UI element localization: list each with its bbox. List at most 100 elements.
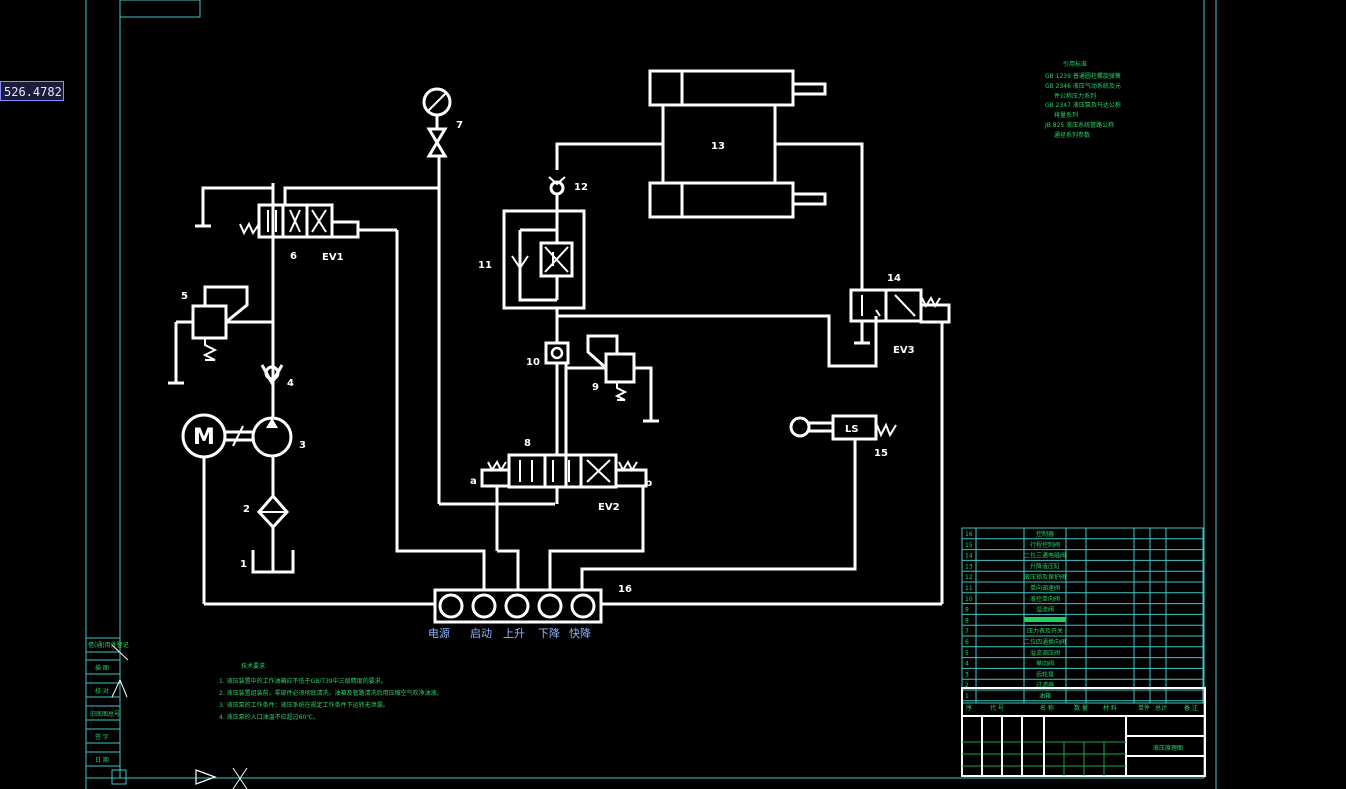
num-14: 14 bbox=[887, 273, 901, 284]
ref-line-2: 件公称压力系列 bbox=[1054, 92, 1096, 100]
ev1-label: EV1 bbox=[322, 252, 344, 263]
bom-row-name: 二位四通换向阀 bbox=[1024, 638, 1066, 646]
num-8: 8 bbox=[524, 438, 531, 449]
bom-row-number: 13 bbox=[965, 563, 973, 570]
bom-row-name: 单向调速阀 bbox=[1030, 584, 1060, 592]
bom-row-number: 11 bbox=[965, 585, 973, 592]
title-block: 液压原理图 bbox=[961, 687, 1206, 777]
bom-row-name: 液控单向阀 bbox=[1030, 595, 1060, 603]
bom-row-number: 9 bbox=[965, 607, 969, 614]
left-label-4: 签 字 bbox=[95, 733, 109, 741]
bom-row-name: 溢流阀 bbox=[1036, 606, 1054, 614]
bom-row-number: 12 bbox=[965, 574, 973, 581]
terminal-label-0: 电源 bbox=[428, 626, 450, 640]
reference-standards: 引用标准 GB 1239 普通圆柱螺旋弹簧 GB 2346 液压气动系统及元 件… bbox=[1044, 60, 1121, 139]
tank-1: 1 bbox=[240, 527, 295, 574]
bom-header-cell: 总计 bbox=[1155, 704, 1167, 712]
hydraulic-lock-10: 10 bbox=[526, 308, 570, 455]
port-b: b bbox=[645, 478, 652, 489]
arrow-marker-icon bbox=[195, 769, 217, 785]
bom-row-number: 10 bbox=[965, 596, 973, 603]
bom-row-number: 7 bbox=[965, 628, 969, 635]
bom-row-number: 2 bbox=[965, 682, 969, 689]
bom-header-cell: 备 注 bbox=[1184, 704, 1198, 712]
terminal-label-4: 快降 bbox=[569, 626, 591, 640]
ref-line-0: GB 1239 普通圆柱螺旋弹簧 bbox=[1045, 72, 1121, 80]
bom-row-number: 16 bbox=[965, 531, 973, 538]
bom-row-number: 3 bbox=[965, 671, 969, 678]
ref-line-1: GB 2346 液压气动系统及元 bbox=[1045, 82, 1121, 90]
ev3-label: EV3 bbox=[893, 345, 915, 356]
motor-label: M bbox=[193, 425, 215, 450]
ev2-label: EV2 bbox=[598, 502, 620, 513]
left-label-1: 描 图 bbox=[95, 664, 109, 672]
num-9: 9 bbox=[592, 382, 599, 393]
pump-3: 3 bbox=[251, 416, 306, 496]
limit-switch-15: LS 15 bbox=[580, 414, 897, 590]
bom-row-name: 溢流调压阀 bbox=[1030, 649, 1060, 657]
lift-cylinders-13: 13 bbox=[648, 69, 864, 290]
bom-row-name: 二位三通电磁阀 bbox=[1024, 552, 1066, 560]
bom-header-cell: 单件 bbox=[1138, 704, 1150, 712]
solenoid-valve-14: 14 EV3 bbox=[557, 273, 951, 604]
bom-row-number: 14 bbox=[965, 553, 973, 560]
directional-valve-8: a b 8 EV2 bbox=[470, 438, 652, 590]
num-15: 15 bbox=[874, 448, 888, 459]
check-valve-4: 4 bbox=[260, 183, 294, 418]
num-16: 16 bbox=[618, 584, 632, 595]
bom-row-number: 4 bbox=[965, 661, 969, 668]
bom-row-name: 油箱 bbox=[1039, 692, 1051, 700]
check-valve-12: 12 bbox=[548, 142, 663, 211]
bom-row-number: 8 bbox=[965, 617, 969, 624]
bom-row-name: 行程控制阀 bbox=[1030, 541, 1060, 549]
ref-line-5: JB 825 液压系统管路公称 bbox=[1044, 121, 1114, 129]
ref-line-6: 通径系列参数 bbox=[1054, 131, 1090, 139]
port-a: a bbox=[470, 476, 477, 487]
ref-line-4: 排量系列 bbox=[1054, 111, 1078, 119]
controller-16: 16 电源 启动 上升 下降 快降 bbox=[204, 584, 942, 640]
bom-row-number: 1 bbox=[965, 693, 969, 700]
num-1: 1 bbox=[240, 559, 247, 570]
pressure-gauge-7: 7 bbox=[422, 87, 555, 506]
tech-line-0: 1. 液压装置中的工作油箱应不低于GB/T39中三级精度的要求。 bbox=[219, 677, 387, 685]
bom-row-name: 升降液压缸 bbox=[1030, 562, 1060, 570]
num-10: 10 bbox=[526, 357, 540, 368]
coordinate-readout: 526.4782 bbox=[0, 81, 64, 101]
filter-2: 2 bbox=[243, 493, 290, 530]
num-2: 2 bbox=[243, 504, 250, 515]
num-13: 13 bbox=[711, 141, 725, 152]
bom-row-name: 控制器 bbox=[1036, 530, 1054, 538]
bom-row-name: 齿轮泵 bbox=[1036, 670, 1054, 678]
throttle-valve-11: 11 bbox=[478, 209, 586, 310]
terminal-label-2: 上升 bbox=[503, 627, 525, 640]
terminal-label-3: 下降 bbox=[538, 626, 560, 640]
left-label-2: 校 对 bbox=[95, 687, 109, 695]
bom-header-cell: 代 号 bbox=[990, 704, 1004, 712]
relief-valve-9: 9 bbox=[564, 334, 659, 486]
bom-highlight bbox=[1024, 617, 1066, 622]
directional-valve-6: 6 EV1 bbox=[195, 186, 486, 590]
num-12: 12 bbox=[574, 182, 588, 193]
num-5: 5 bbox=[181, 291, 188, 302]
left-label-0: 借(通)用件登记 bbox=[88, 641, 129, 649]
relief-valve-5: 5 bbox=[168, 285, 273, 385]
bom-row-name: 压力表及开关 bbox=[1027, 627, 1063, 635]
num-4: 4 bbox=[287, 378, 294, 389]
ref-line-3: GB 2347 液压泵及马达公称 bbox=[1045, 101, 1121, 109]
tech-line-3: 4. 液压泵的入口油温不应超过60℃。 bbox=[219, 713, 319, 721]
ls-label: LS bbox=[845, 424, 859, 435]
num-7: 7 bbox=[456, 120, 463, 131]
ucs-icon bbox=[111, 769, 127, 785]
bom-header-cell: 数 量 bbox=[1074, 704, 1088, 712]
left-label-5: 日 期 bbox=[95, 756, 109, 764]
ref-title: 引用标准 bbox=[1063, 60, 1087, 68]
left-label-3: 旧底图总号 bbox=[90, 710, 120, 718]
bom-row-name: 液压锁及保护阀 bbox=[1024, 573, 1066, 581]
bom-header-cell: 序 bbox=[966, 704, 972, 712]
bom-row-number: 15 bbox=[965, 542, 973, 549]
bom-row-name: 过滤器 bbox=[1036, 681, 1054, 689]
num-11: 11 bbox=[478, 260, 492, 271]
num-6: 6 bbox=[290, 251, 297, 262]
drawing-title: 液压原理图 bbox=[1153, 744, 1183, 752]
